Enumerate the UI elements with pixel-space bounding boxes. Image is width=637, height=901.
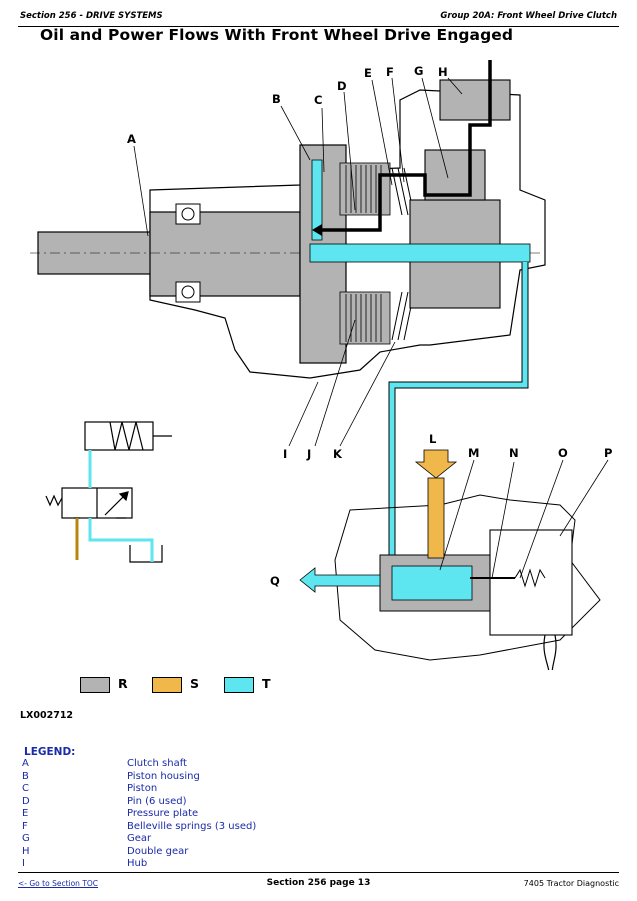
swatch-r — [80, 677, 110, 693]
callout-k: K — [333, 447, 343, 461]
supply-line — [427, 477, 445, 559]
swatch-s-label: S — [190, 676, 200, 691]
swatch-r-label: R — [118, 676, 128, 691]
callout-m: M — [468, 446, 479, 460]
toc-link[interactable]: <- Go to Section TOC — [18, 879, 99, 888]
schematic-oil-path — [88, 450, 154, 562]
page-header: Section 256 - DRIVE SYSTEMS Group 20A: F… — [18, 10, 619, 27]
figure-title: Oil and Power Flows With Front Wheel Dri… — [40, 26, 514, 44]
figure-id: LX002712 — [20, 710, 74, 721]
page-footer: <- Go to Section TOC Section 256 page 13… — [18, 872, 619, 893]
shaft-oil-passage — [309, 243, 531, 263]
bearing-left — [175, 203, 201, 303]
callout-j: J — [306, 447, 311, 461]
callout-b: B — [272, 92, 281, 106]
section-title: Section 256 - DRIVE SYSTEMS — [20, 11, 163, 21]
callout-f: F — [386, 65, 394, 79]
gear — [424, 149, 486, 201]
power-flow-path — [318, 60, 492, 232]
callout-n: N — [509, 446, 519, 460]
callout-d: D — [337, 79, 347, 93]
supply-arrow — [414, 449, 458, 479]
double-gear — [439, 79, 511, 121]
group-title: Group 20A: Front Wheel Drive Clutch — [440, 11, 617, 21]
callout-e: E — [364, 66, 372, 80]
solenoid-wires — [543, 634, 557, 670]
solenoid — [489, 529, 573, 636]
callout-a: A — [127, 132, 136, 146]
hydraulic-schematic — [45, 421, 172, 563]
callout-q: Q — [270, 574, 280, 588]
legend-heading: LEGEND: — [24, 746, 76, 758]
swatch-s — [152, 677, 182, 693]
clutch-diagram: A B C D E F G H I J K L M N O P Q — [30, 60, 612, 670]
callout-c: C — [314, 93, 322, 107]
callout-g: G — [414, 64, 423, 78]
outlet-arrow — [299, 567, 381, 593]
callout-o: O — [558, 446, 568, 460]
callout-i: I — [283, 447, 287, 461]
swatch-t-label: T — [262, 676, 271, 691]
clutch-pack-upper — [339, 162, 391, 216]
callout-p: P — [604, 446, 612, 460]
solenoid-spring — [514, 568, 546, 588]
callout-h: H — [438, 65, 448, 79]
clutch-pack-lower — [339, 291, 391, 345]
valve-housing — [334, 494, 601, 661]
piston-oil-passage — [311, 159, 323, 241]
callout-l: L — [429, 432, 437, 446]
swatch-t — [224, 677, 254, 693]
document-title: 7405 Tractor Diagnostic — [523, 879, 619, 888]
page-number: Section 256 page 13 — [266, 878, 371, 888]
